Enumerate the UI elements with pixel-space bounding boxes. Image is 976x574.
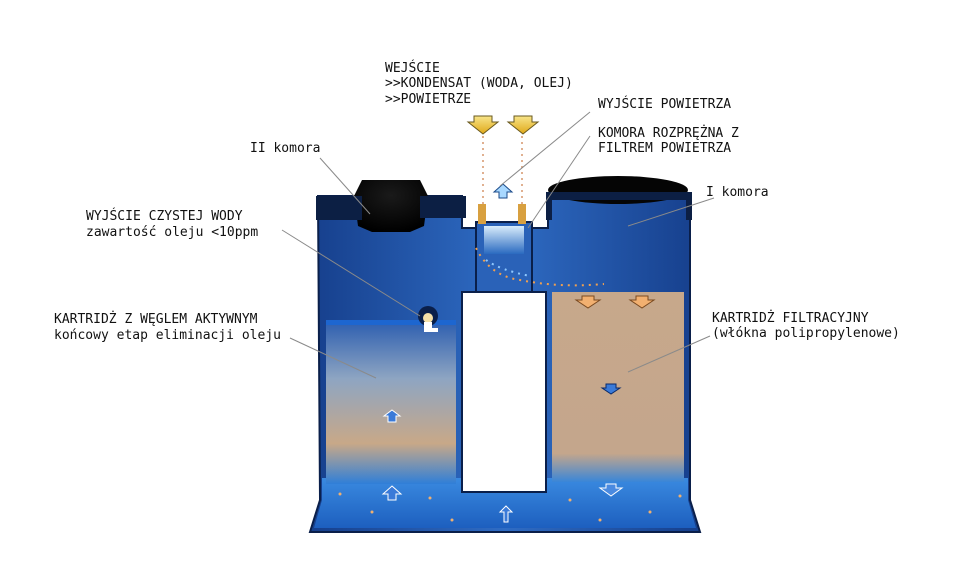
filter-down-arrow-2: [628, 295, 656, 309]
clean-water-arrow: [424, 322, 438, 332]
label-inlet-line1: >>KONDENSAT (WODA, OLEJ): [385, 76, 573, 91]
central-channel: [461, 291, 547, 493]
inlet-arrow-right: [506, 115, 540, 135]
carbon-up-arrow-1: [382, 409, 402, 423]
label-carbon-cartridge-line1: KARTRIDŻ Z WĘGLEM AKTYWNYM: [54, 312, 258, 327]
label-inlet-title: WEJŚCIE: [385, 61, 440, 76]
label-expansion-chamber-line2: FILTREM POWIETRZA: [598, 141, 732, 156]
air-outlet-arrow: [492, 183, 514, 199]
label-carbon-cartridge-line2: końcowy etap eliminacji oleju: [54, 328, 281, 343]
bottom-through-arrow: [498, 505, 514, 523]
chamber-2-lid-right: [420, 196, 466, 218]
label-chamber-2: II komora: [250, 141, 321, 156]
leader-lines: [281, 111, 715, 379]
label-clean-water-line1: WYJŚCIE CZYSTEJ WODY: [86, 209, 243, 224]
flow-dots-air: [485, 259, 531, 277]
filter-down-arrow-1: [574, 295, 602, 309]
flow-dots-chamber: [475, 247, 605, 287]
filter-down-arrow-4: [598, 483, 624, 497]
inlet-arrow-left: [466, 115, 500, 135]
label-air-outlet: WYJŚCIE POWIETRZA: [598, 97, 732, 112]
label-inlet-line2: >>POWIETRZE: [385, 92, 472, 107]
base-water: [314, 478, 696, 528]
inlet-nozzle-left: [478, 204, 486, 224]
water-bubbles: [338, 492, 682, 522]
clean-water-port-light: [423, 313, 433, 323]
expansion-chamber-filter: [484, 226, 524, 254]
label-filter-cartridge-line1: KARTRIDŻ FILTRACYJNY: [712, 311, 869, 326]
chamber-1-lid: [546, 192, 692, 220]
carbon-top-line: [326, 320, 456, 325]
filter-down-arrow-3: [600, 383, 622, 395]
label-filter-cartridge-line2: (włókna polipropylenowe): [712, 326, 900, 341]
carbon-up-arrow-2: [381, 485, 403, 501]
chamber-2-cup: [354, 180, 428, 232]
label-expansion-chamber-line1: KOMORA ROZPRĘŻNA Z: [598, 126, 739, 141]
carbon-cartridge: [326, 322, 456, 484]
chamber-2-lid-left: [316, 196, 362, 220]
label-chamber-1: I komora: [706, 185, 769, 200]
inlet-nozzle-right: [518, 204, 526, 224]
filter-cartridge: [552, 292, 684, 482]
label-clean-water-line2: zawartość oleju <10ppm: [86, 225, 259, 240]
